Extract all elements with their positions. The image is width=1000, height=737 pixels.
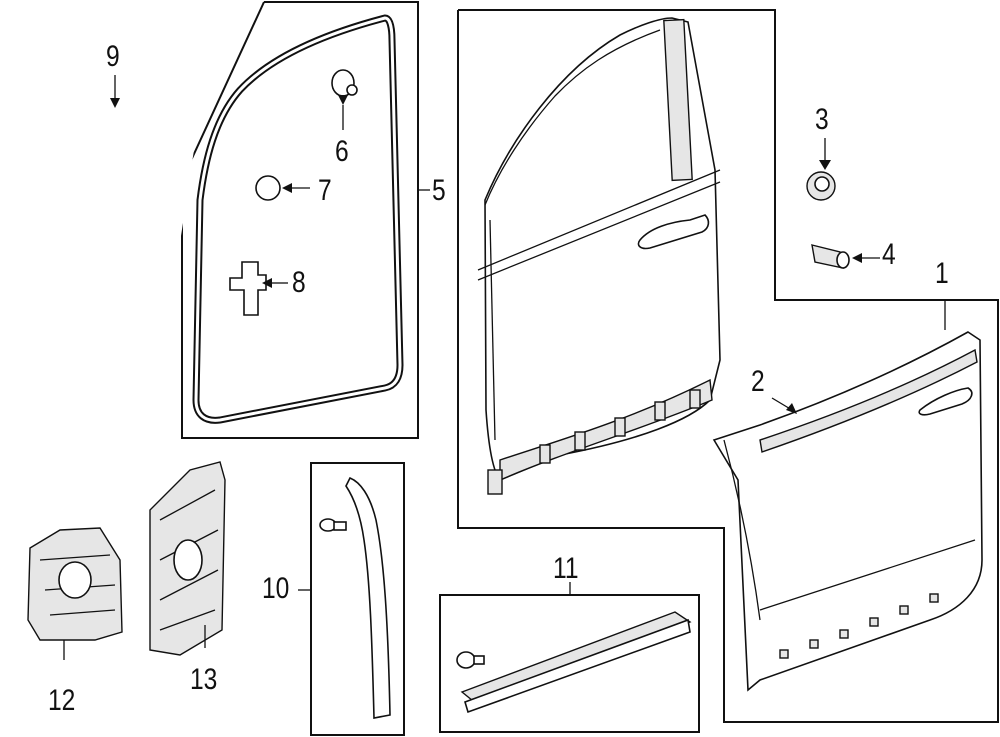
frame-door-shell-group [457, 9, 999, 723]
part-7-clip [255, 175, 310, 201]
part-8-retainer [229, 261, 288, 316]
callout-4: 4 [882, 238, 896, 271]
callout-6: 6 [335, 135, 349, 168]
callout-11: 11 [553, 552, 579, 585]
frame-door-seal-group [181, 1, 430, 439]
callout-12: 12 [48, 684, 76, 717]
callout-5: 5 [432, 174, 446, 207]
part-1-outer-door-panel [712, 300, 983, 692]
leader-9 [110, 75, 120, 108]
callout-1: 1 [935, 257, 949, 290]
part-door-shell [477, 17, 721, 495]
shell-bottom-tabs [539, 389, 701, 464]
part-11-molding [456, 582, 692, 714]
part-9-weatherstrip [0, 62, 214, 397]
part-6-clip [331, 69, 358, 130]
part-12-bracket [27, 527, 123, 660]
part-10-garnish [298, 476, 391, 719]
callout-9: 9 [106, 40, 120, 73]
callout-10: 10 [262, 572, 290, 605]
leader-2 [771, 397, 797, 414]
frame-garnish-group [310, 462, 405, 736]
callout-3: 3 [815, 103, 829, 136]
callout-2: 2 [751, 365, 765, 398]
part-3-grommet [806, 138, 836, 201]
callout-13: 13 [190, 663, 218, 696]
part-4-plug [811, 244, 880, 269]
part-5-opening-seal [192, 14, 404, 424]
callout-8: 8 [292, 266, 306, 299]
skin-bottom-clips [779, 593, 939, 659]
part-13-bracket [149, 461, 226, 656]
callout-7: 7 [318, 174, 332, 207]
